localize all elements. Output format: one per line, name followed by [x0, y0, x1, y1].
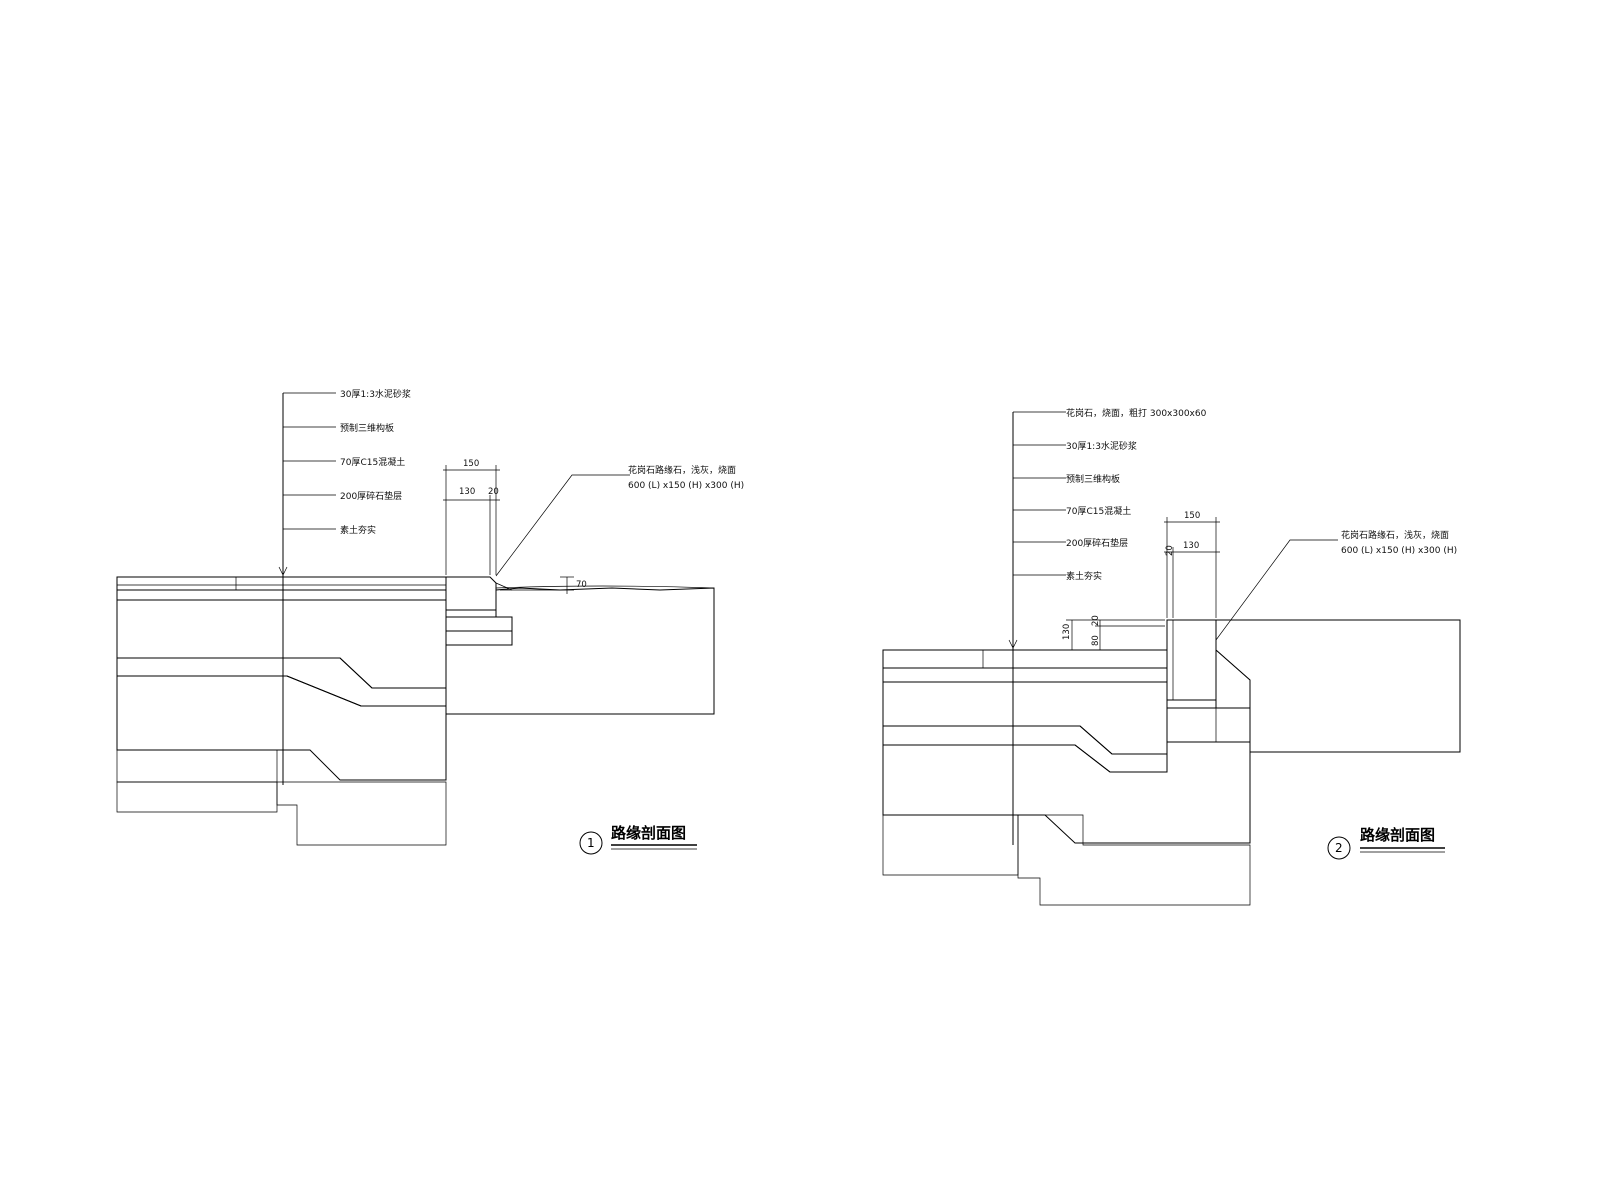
section-2-paving-layer [882, 649, 1168, 669]
s2-note-6: 素土夯实 [1066, 570, 1102, 582]
section-1-earth-layer [116, 749, 447, 846]
section-1-earth-deep [116, 781, 278, 813]
section-2-mortar-layer [882, 667, 1168, 683]
s1-dim-total: 150 [463, 459, 479, 469]
s1-note-5: 素土夯实 [340, 524, 376, 536]
s2-dim-low-h: 80 [1091, 635, 1101, 646]
s1-note-4: 200厚碎石垫层 [340, 490, 402, 502]
section-1-paving-layer [116, 576, 447, 591]
section-2-gravel-layer [882, 741, 1251, 844]
section-1-gravel-layer [116, 675, 447, 781]
s1-dim-inner: 130 [459, 487, 475, 497]
s2-dim-gap: 20 [1165, 545, 1175, 556]
s1-caption-text: 路缘剖面图 [611, 824, 686, 842]
section-2-lawn-soil [1215, 619, 1461, 753]
section-2-concrete-layer [882, 725, 1168, 773]
section-2-board-layer [882, 681, 1168, 755]
section-2-curb-base [1166, 699, 1217, 709]
s2-caption-text: 路缘剖面图 [1360, 826, 1435, 844]
section-1-notes: 30厚1:3水泥砂浆 预制三维构板 70厚C15混凝土 200厚碎石垫层 素土夯… [340, 388, 744, 590]
s2-note-2: 30厚1:3水泥砂浆 [1066, 440, 1137, 452]
s2-dim-mid-h: 20 [1091, 615, 1101, 626]
s2-dim-total: 150 [1184, 511, 1200, 521]
s2-note-1: 花岗石，烧面，粗打 300x300x60 [1066, 407, 1207, 419]
section-1-drawing [116, 392, 715, 846]
section-2-caption: 2 路缘剖面图 [1327, 826, 1445, 860]
section-1-curb-stone [445, 576, 497, 611]
s2-curb-note-2: 600 (L) x150 (H) x300 (H) [1341, 546, 1457, 556]
s2-note-3: 预制三维构板 [1066, 473, 1120, 485]
s1-note-1: 30厚1:3水泥砂浆 [340, 388, 411, 400]
section-1-caption: 1 路缘剖面图 [579, 824, 697, 855]
section-2-notes: 花岗石，烧面，粗打 300x300x60 30厚1:3水泥砂浆 预制三维构板 7… [1062, 407, 1457, 646]
s1-curb-note-1: 花岗石路缘石，浅灰，烧面 [628, 464, 736, 476]
s1-note-2: 预制三维构板 [340, 422, 394, 434]
s2-note-4: 70厚C15混凝土 [1066, 505, 1131, 517]
s2-curb-note-1: 花岗石路缘石，浅灰，烧面 [1341, 529, 1449, 541]
section-1-board-layer [116, 599, 447, 689]
section-1-mortar-layer [116, 589, 447, 601]
s1-dim-gap: 20 [488, 487, 499, 497]
section-1-concrete-layer [116, 657, 447, 707]
s1-curb-note-2: 600 (L) x150 (H) x300 (H) [628, 481, 744, 491]
s2-dim-left-h: 130 [1062, 624, 1072, 640]
s2-dim-inner: 130 [1183, 541, 1199, 551]
section-2-earth-layer [883, 814, 1251, 906]
section-1-curb-base [445, 609, 497, 618]
s1-dim-height: 70 [576, 580, 587, 590]
s2-caption-number: 2 [1335, 841, 1343, 855]
s2-note-5: 200厚碎石垫层 [1066, 537, 1128, 549]
section-1-lawn-soil [445, 587, 715, 715]
section-2-curb-stone [1166, 619, 1217, 701]
s1-caption-number: 1 [587, 836, 595, 850]
section-2-drawing [882, 411, 1461, 906]
s1-note-3: 70厚C15混凝土 [340, 456, 405, 468]
